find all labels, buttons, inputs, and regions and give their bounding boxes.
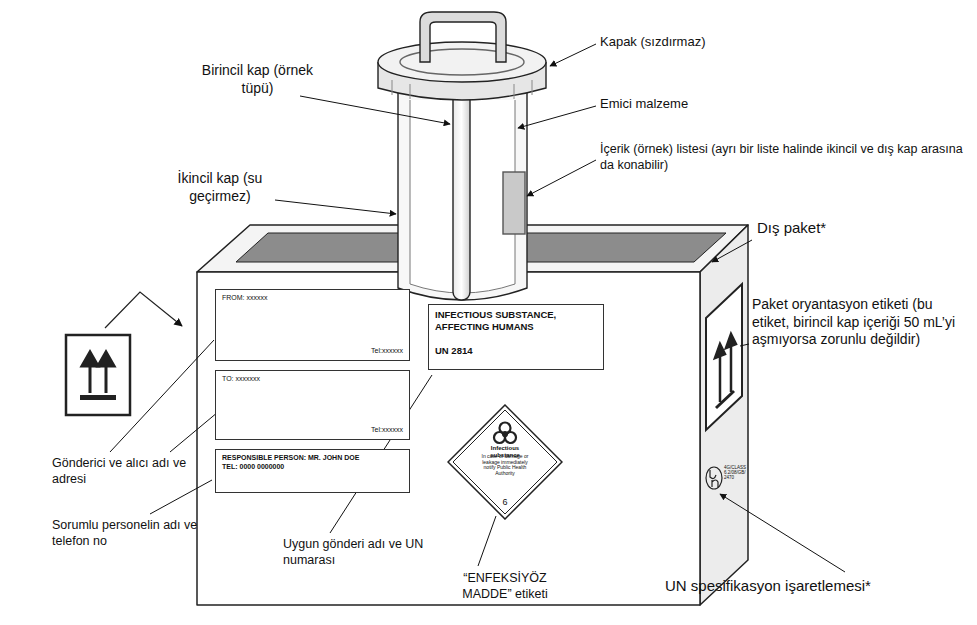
lid-top xyxy=(378,42,546,82)
leader-line xyxy=(720,494,845,572)
box-side-face xyxy=(700,225,748,605)
callout-text: Sorumlu personelin adı ve telefon no xyxy=(52,518,217,549)
leader-line xyxy=(170,412,218,452)
lid-handle xyxy=(420,12,506,62)
callout-text: UN spesifikasyon işaretlemesi* xyxy=(665,577,935,596)
callout-text: İkincil kap (su geçirmez) xyxy=(150,170,290,205)
hazard-diamond: Infectious substanceIn case of damage or… xyxy=(447,404,563,520)
label-text: TO: xxxxxxx xyxy=(222,375,403,384)
label-text: INFECTIOUS SUBSTANCE, AFFECTING HUMANS xyxy=(435,309,597,333)
label-text: Tel:xxxxxx xyxy=(222,347,403,356)
leader-line xyxy=(518,106,596,128)
leader-line xyxy=(110,340,214,452)
secondary-container xyxy=(378,12,546,300)
leader-line xyxy=(300,96,450,124)
shipping-name-label: INFECTIOUS SUBSTANCE, AFFECTING HUMANS UN… xyxy=(428,304,604,370)
callout-text: Dış paket* xyxy=(757,219,907,238)
leader-line xyxy=(550,44,596,66)
un-symbol xyxy=(706,467,722,489)
label-text: Tel:xxxxxx xyxy=(222,426,403,435)
biohazard-symbol xyxy=(494,423,516,444)
class-number: 6 xyxy=(495,498,515,508)
orientation-label xyxy=(66,335,130,415)
leader-line xyxy=(478,516,496,566)
leader-line xyxy=(275,200,396,214)
callout-text: Paket oryantasyon etiketi (bu etiket, bi… xyxy=(752,296,970,349)
label-text: FROM: xxxxxx xyxy=(222,294,403,303)
callout-text: Emici malzeme xyxy=(600,96,740,112)
label-text: UN 2814 xyxy=(435,345,597,357)
leader-lines xyxy=(110,44,845,572)
leader-line xyxy=(712,240,752,262)
chevron-arrow xyxy=(105,292,182,328)
leader-line xyxy=(740,344,749,346)
content-list xyxy=(503,172,525,234)
callout-text: Kapak (sızdırmaz) xyxy=(600,34,760,50)
leader-line xyxy=(150,480,212,514)
marking-code: 4G/CLASS 6.2/08/GB/2470 xyxy=(724,466,746,481)
hazard-text: In case of damage or leakage immediately… xyxy=(477,454,533,476)
label-text: RESPONSIBLE PERSON: MR. JOHN DOE xyxy=(222,454,403,463)
recipient-label: TO: xxxxxxxTel:xxxxxx xyxy=(215,370,410,440)
callout-text: “ENFEKSİYÖZ MADDE” etiketi xyxy=(440,571,570,602)
sender-label: FROM: xxxxxxTel:xxxxxx xyxy=(215,289,410,361)
leader-line xyxy=(527,160,596,196)
lid-ribs xyxy=(392,80,532,99)
callout-text: Birincil kap (örnek tüpü) xyxy=(190,62,325,97)
callout-text: Uygun gönderi adı ve UN numarası xyxy=(283,537,428,568)
box-front-face xyxy=(197,272,700,605)
label-text: TEL: 0000 0000000 xyxy=(222,463,403,472)
callout-text: Gönderici ve alıcı adı ve adresi xyxy=(52,456,217,487)
responsible-label: RESPONSIBLE PERSON: MR. JOHN DOETEL: 000… xyxy=(215,449,410,493)
callout-text: İçerik (örnek) listesi (ayrı bir liste h… xyxy=(600,142,972,173)
side-orientation-label xyxy=(706,284,742,430)
